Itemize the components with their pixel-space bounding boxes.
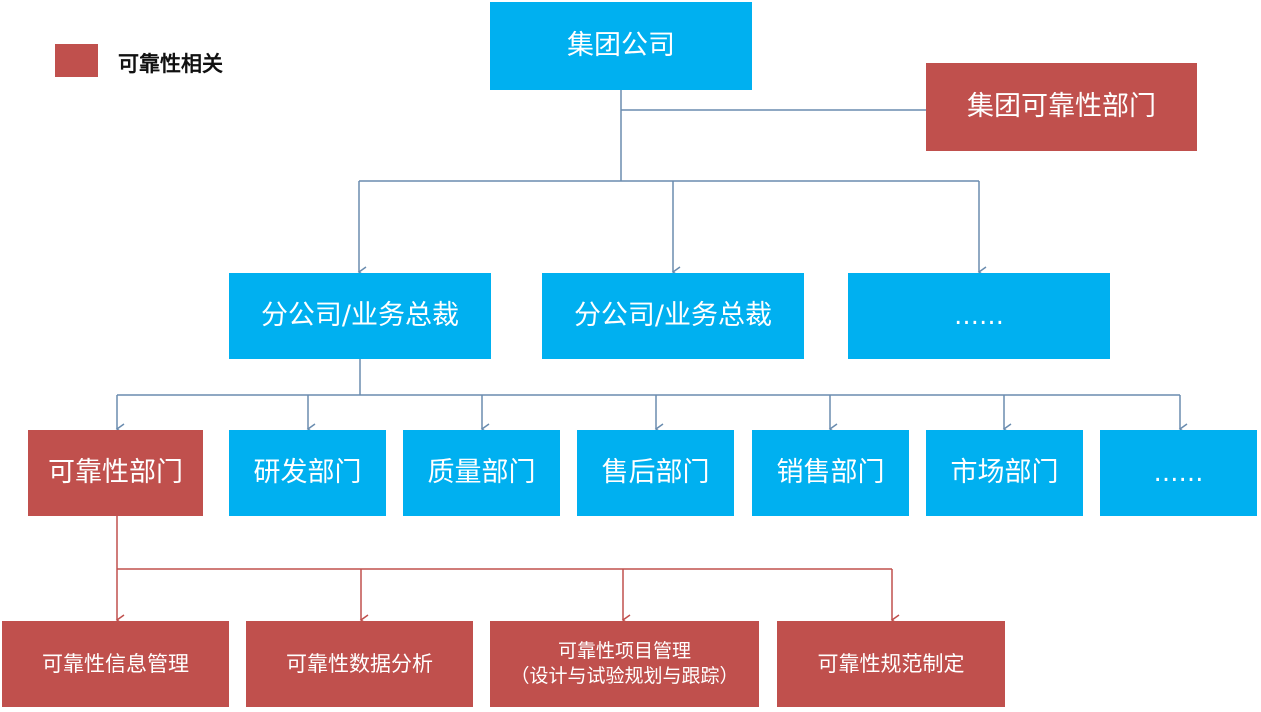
node-dept-aftersales: 售后部门 — [577, 430, 734, 516]
level3-connectors — [115, 516, 900, 626]
node-func-data: 可靠性数据分析 — [246, 621, 473, 707]
node-dept-market: 市场部门 — [926, 430, 1083, 516]
node-branch-more: …… — [848, 273, 1110, 359]
node-branch-2: 分公司/业务总裁 — [542, 273, 804, 359]
node-dept-more: …… — [1100, 430, 1257, 516]
node-group-company: 集团公司 — [490, 2, 752, 90]
node-dept-rd: 研发部门 — [229, 430, 386, 516]
node-dept-sales: 销售部门 — [752, 430, 909, 516]
node-group-reliability-dept: 集团可靠性部门 — [926, 63, 1197, 151]
level2-connectors — [115, 359, 1188, 435]
level1-connectors — [357, 90, 987, 278]
legend-swatch — [55, 44, 98, 77]
node-dept-reliability: 可靠性部门 — [28, 430, 203, 516]
node-func-project: 可靠性项目管理 （设计与试验规划与跟踪） — [490, 621, 759, 707]
node-dept-quality: 质量部门 — [403, 430, 560, 516]
legend-label: 可靠性相关 — [118, 52, 223, 76]
node-branch-1: 分公司/业务总裁 — [229, 273, 491, 359]
node-func-info: 可靠性信息管理 — [2, 621, 229, 707]
node-func-standard: 可靠性规范制定 — [777, 621, 1005, 707]
